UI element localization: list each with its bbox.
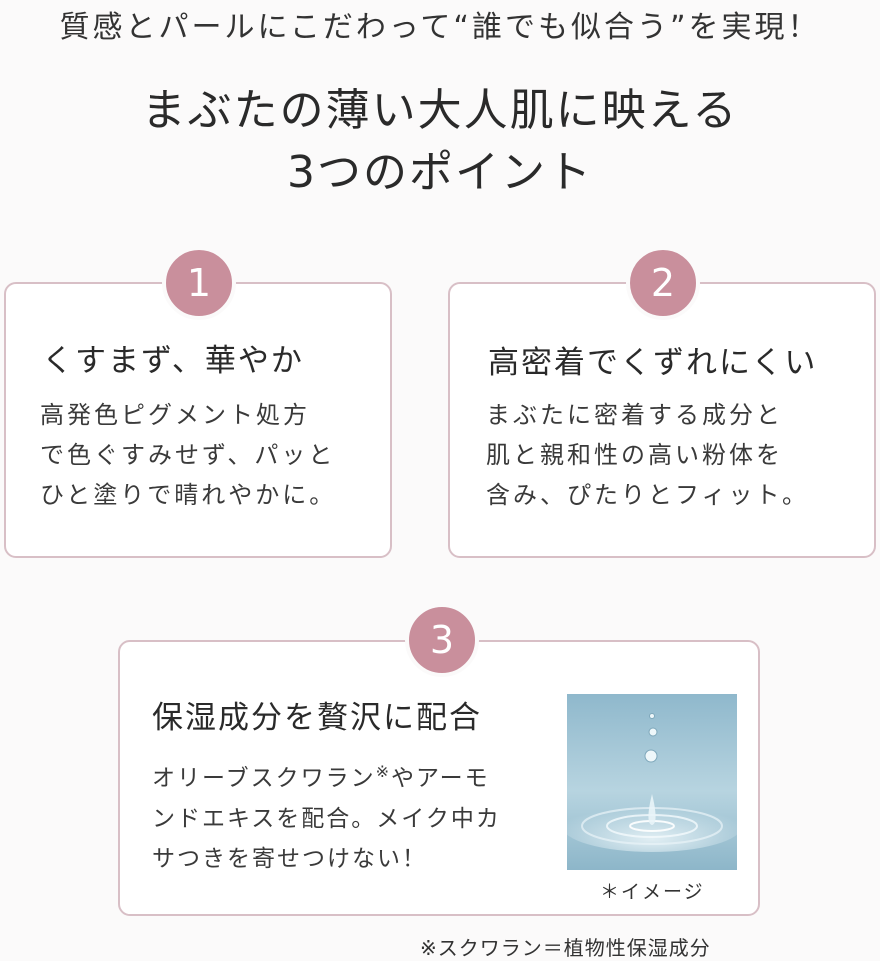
point-title-1: くすまず、華やか — [42, 343, 304, 379]
point-3-line-1: オリーブスクワラン※やアーモ — [152, 762, 490, 792]
point-number-badge-2: 2 — [626, 246, 700, 320]
footnote: ※スクワラン＝植物性保湿成分 — [420, 936, 711, 960]
point-card-1 — [4, 282, 392, 558]
headline: まぶたの薄い大人肌に映える 3つのポイント — [0, 80, 880, 204]
headline-line-1: まぶたの薄い大人肌に映える — [141, 85, 739, 136]
point-3-line-2: ンドエキスを配合。メイク中カ — [152, 805, 501, 832]
point-2-line-3: 含み、ぴたりとフィット。 — [486, 481, 810, 509]
point-1-line-2: で色ぐすみせず、パッと — [40, 441, 336, 469]
point-card-2 — [448, 282, 876, 558]
tagline: 質感とパールにこだわって“誰でも似合う”を実現！ — [59, 10, 821, 45]
footnote-mark: ※ — [375, 762, 392, 781]
point-number-badge-3: 3 — [405, 603, 479, 677]
point-text-1: 高発色ピグメント処方 で色ぐすみせず、パッと ひと塗りで晴れやかに。 — [40, 395, 336, 515]
point-text-3: オリーブスクワラン※やアーモ ンドエキスを配合。メイク中カ サつきを寄せつけない… — [152, 752, 501, 879]
headline-line-2: 3つのポイント — [287, 147, 593, 198]
point-1-line-3: ひと塗りで晴れやかに。 — [40, 481, 337, 509]
point-2-line-2: 肌と親和性の高い粉体を — [486, 441, 783, 469]
point-number-badge-1: 1 — [162, 246, 236, 320]
point-title-3: 保湿成分を贅沢に配合 — [152, 700, 482, 736]
water-droplet-image — [567, 694, 737, 870]
point-text-2: まぶたに密着する成分と 肌と親和性の高い粉体を 含み、ぴたりとフィット。 — [486, 395, 809, 515]
point-2-line-1: まぶたに密着する成分と — [486, 401, 783, 429]
point-title-2: 高密着でくずれにくい — [488, 345, 818, 381]
image-caption: ＊イメージ — [600, 881, 705, 903]
point-3-line-3: サつきを寄せつけない！ — [152, 845, 427, 872]
point-1-line-1: 高発色ピグメント処方 — [40, 401, 310, 429]
